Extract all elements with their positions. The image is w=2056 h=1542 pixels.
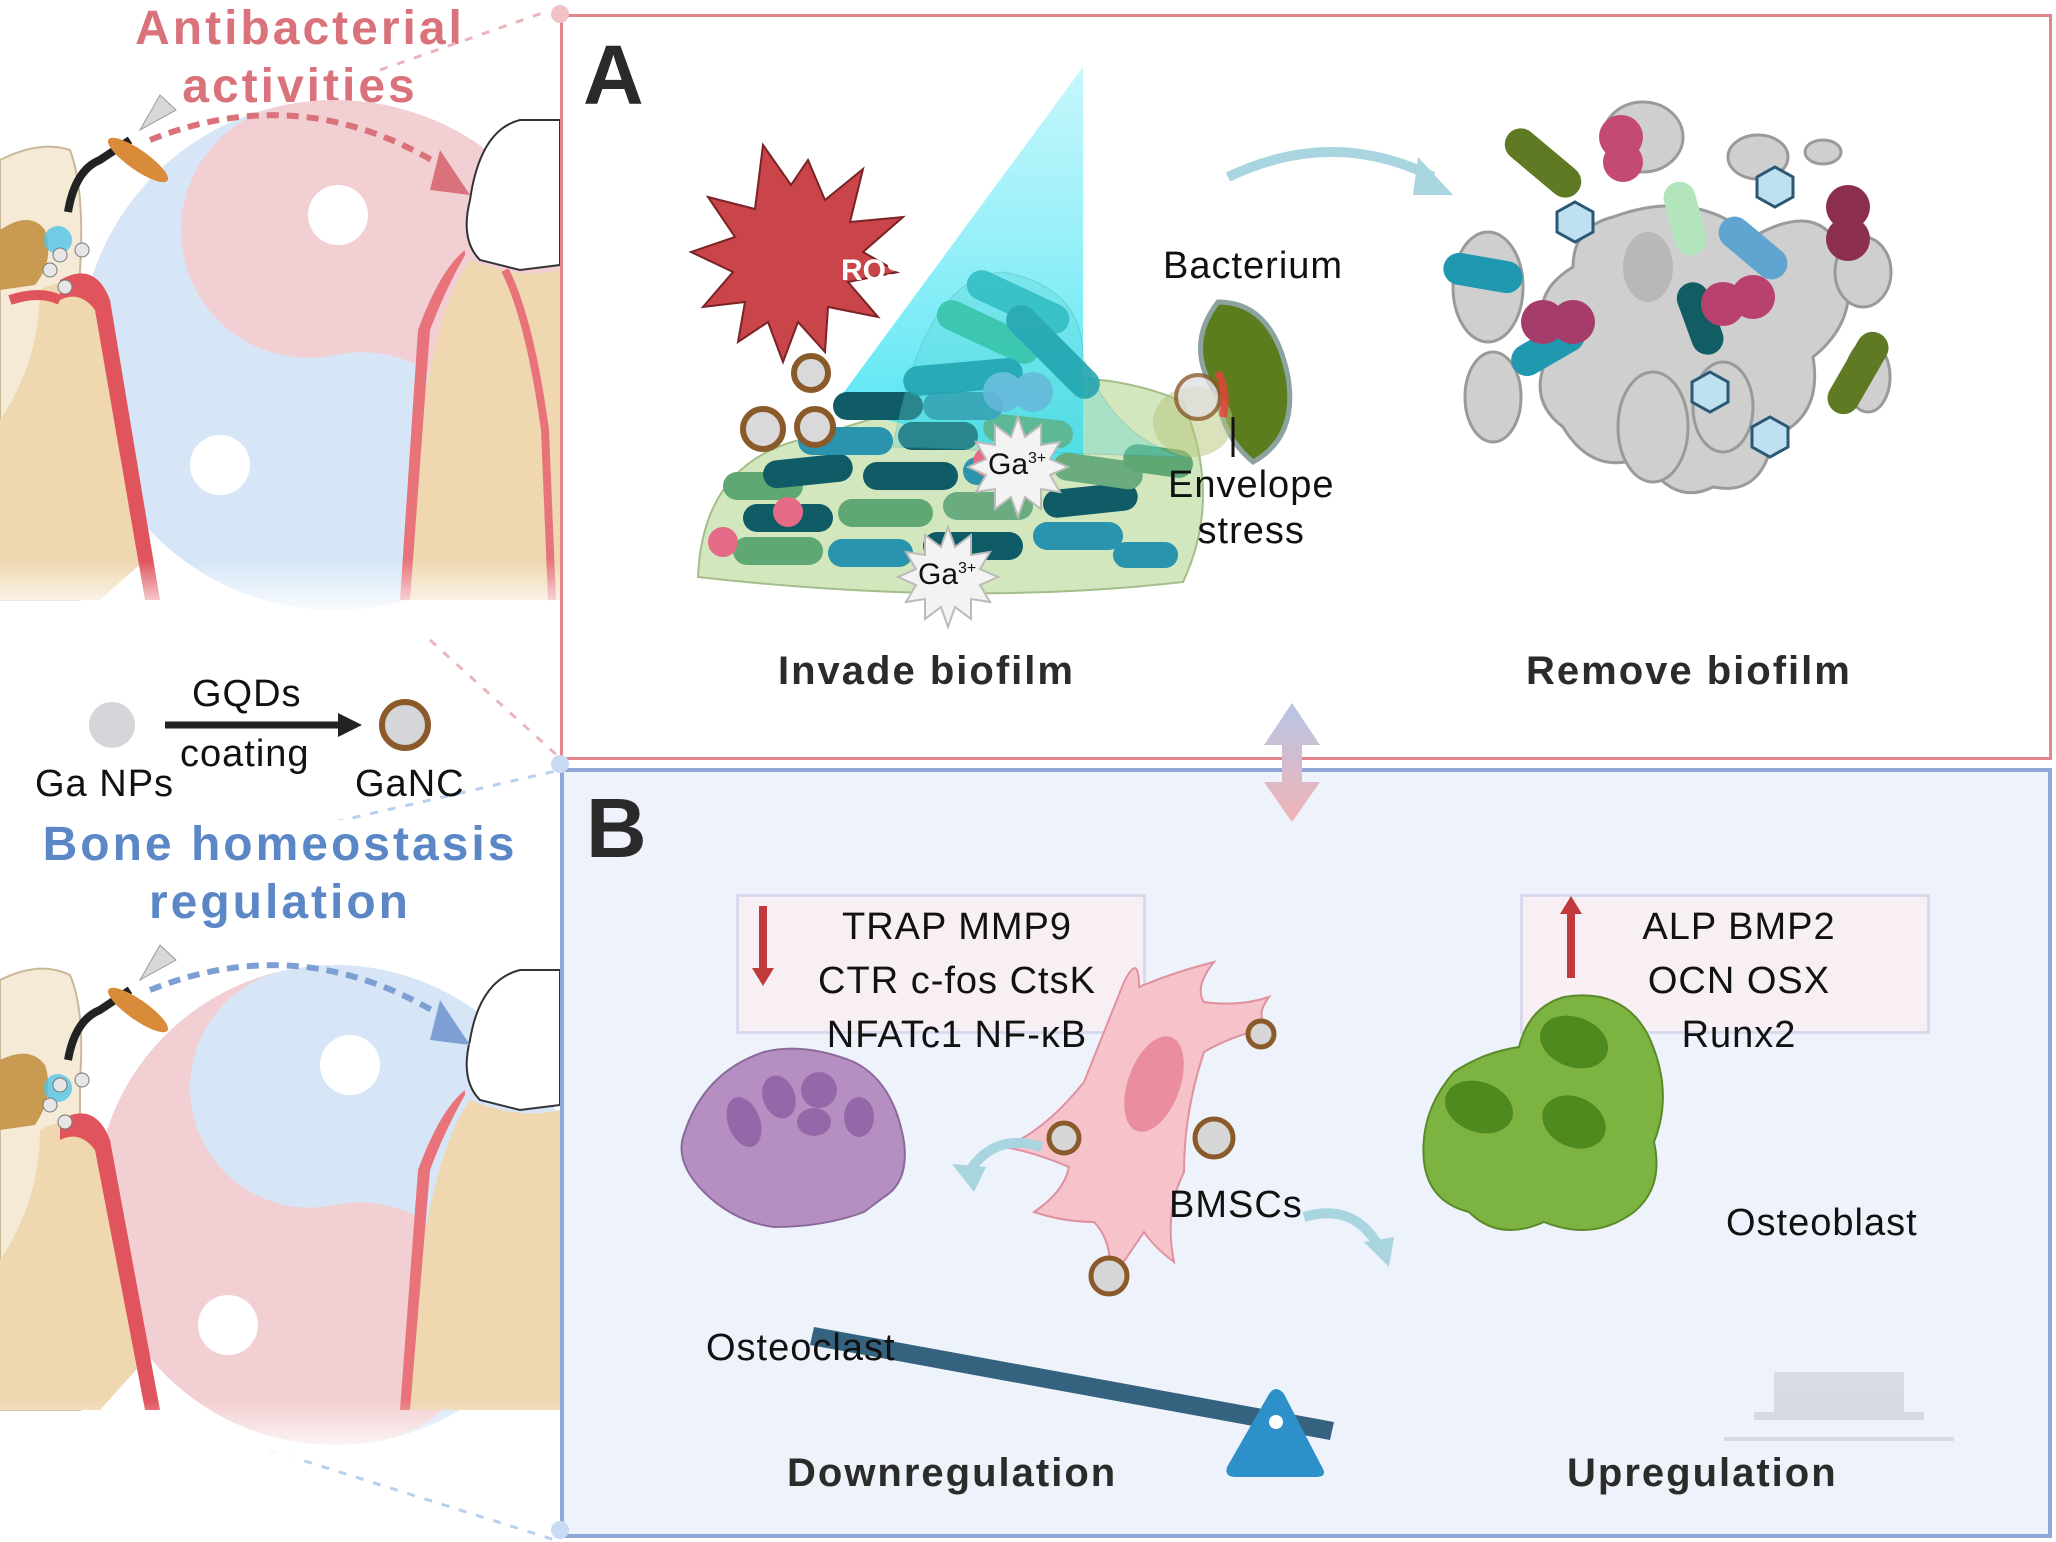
panel-b-graphics	[680, 896, 1954, 1477]
healthy-tooth-icon	[400, 119, 560, 601]
ganc-particles	[740, 353, 836, 452]
osteoclast-icon	[680, 1047, 906, 1229]
ros-label: ROS	[841, 254, 907, 287]
panel-a-graphics	[688, 67, 1893, 631]
osteoblast-label: Osteoblast	[1726, 1202, 1918, 1244]
bone-homeostasis-heading: Bone homeostasis regulation	[42, 818, 518, 929]
dashed-arrow-pink	[148, 112, 442, 168]
osteoclast-label: Osteoclast	[706, 1327, 896, 1369]
synthesis-scheme-graphics	[89, 638, 560, 820]
watermark-building	[1724, 1372, 1954, 1441]
process-arrowhead	[1413, 157, 1453, 195]
panel-b-letter: B	[586, 781, 647, 875]
upregulation-caption: Upregulation	[1567, 1451, 1838, 1495]
dashed-arrow-blue	[148, 962, 442, 1018]
panel-a-letter: A	[583, 28, 644, 122]
upregulated-genes: ALP BMP2 OCN OSX Runx2	[1642, 906, 1836, 1056]
bmsc-cell-icon	[1000, 960, 1272, 1286]
downregulated-genes-box	[736, 894, 1146, 1034]
ga-ion-label-2: Ga3+	[918, 558, 977, 591]
curing-light-icon	[42, 94, 177, 295]
differentiation-arrow-right	[1302, 1208, 1384, 1250]
panel-b: B TRAP MMP9 CTR c-fos CtsK NFATc1 NF-κB …	[560, 768, 2052, 1538]
coating-arrowhead	[338, 713, 362, 737]
down-arrow-shaft	[759, 906, 767, 972]
arrowhead-blue	[430, 1000, 470, 1045]
phage-icons	[1555, 165, 1795, 459]
bacterium-icon	[1153, 299, 1293, 466]
ga-ion-burst-icon	[895, 523, 1001, 631]
differentiation-arrow-left	[964, 1137, 1044, 1175]
osteoblast-icon	[1422, 994, 1664, 1231]
ganc-icon	[379, 699, 431, 751]
curing-light-icon	[42, 944, 177, 1130]
downregulation-caption: Downregulation	[787, 1451, 1118, 1495]
ganc-particles	[1046, 1018, 1277, 1297]
downregulated-genes: TRAP MMP9 CTR c-fos CtsK NFATc1 NF-κB	[818, 906, 1096, 1056]
bmscs-label: BMSCs	[1169, 1184, 1303, 1226]
process-arrow	[1225, 147, 1436, 182]
coating-label: coating	[180, 733, 310, 775]
ros-burst-icon	[688, 142, 906, 365]
antibacterial-heading: Antibacterial activities	[135, 2, 465, 113]
seesaw-icon	[810, 1327, 1334, 1477]
remove-biofilm-caption: Remove biofilm	[1526, 649, 1852, 693]
up-arrow-icon	[1560, 896, 1582, 914]
ga-ion-burst-icon	[965, 413, 1071, 521]
bottom-dental-illustration	[0, 944, 560, 1542]
arrowhead-pink	[430, 150, 470, 195]
dead-bacteria	[1443, 115, 1889, 415]
ga-np-icon	[89, 702, 135, 748]
panel-a: A	[560, 14, 2052, 760]
down-arrow-icon	[752, 968, 774, 986]
gqds-label: GQDs	[192, 673, 302, 715]
upregulated-genes-box	[1520, 894, 1930, 1034]
ga-nps-label: Ga NPs	[35, 763, 175, 805]
top-dental-illustration	[0, 10, 560, 620]
healthy-tooth-icon	[400, 969, 560, 1410]
envelope-stress-label: Envelope stress	[1168, 464, 1335, 552]
ganc-label: GaNC	[355, 763, 465, 805]
invade-biofilm-caption: Invade biofilm	[778, 649, 1075, 693]
ga-ion-label-1: Ga3+	[988, 448, 1047, 481]
up-arrow-shaft	[1567, 912, 1575, 978]
bacterium-label: Bacterium	[1163, 245, 1344, 287]
beam-bacteria	[903, 270, 1100, 412]
